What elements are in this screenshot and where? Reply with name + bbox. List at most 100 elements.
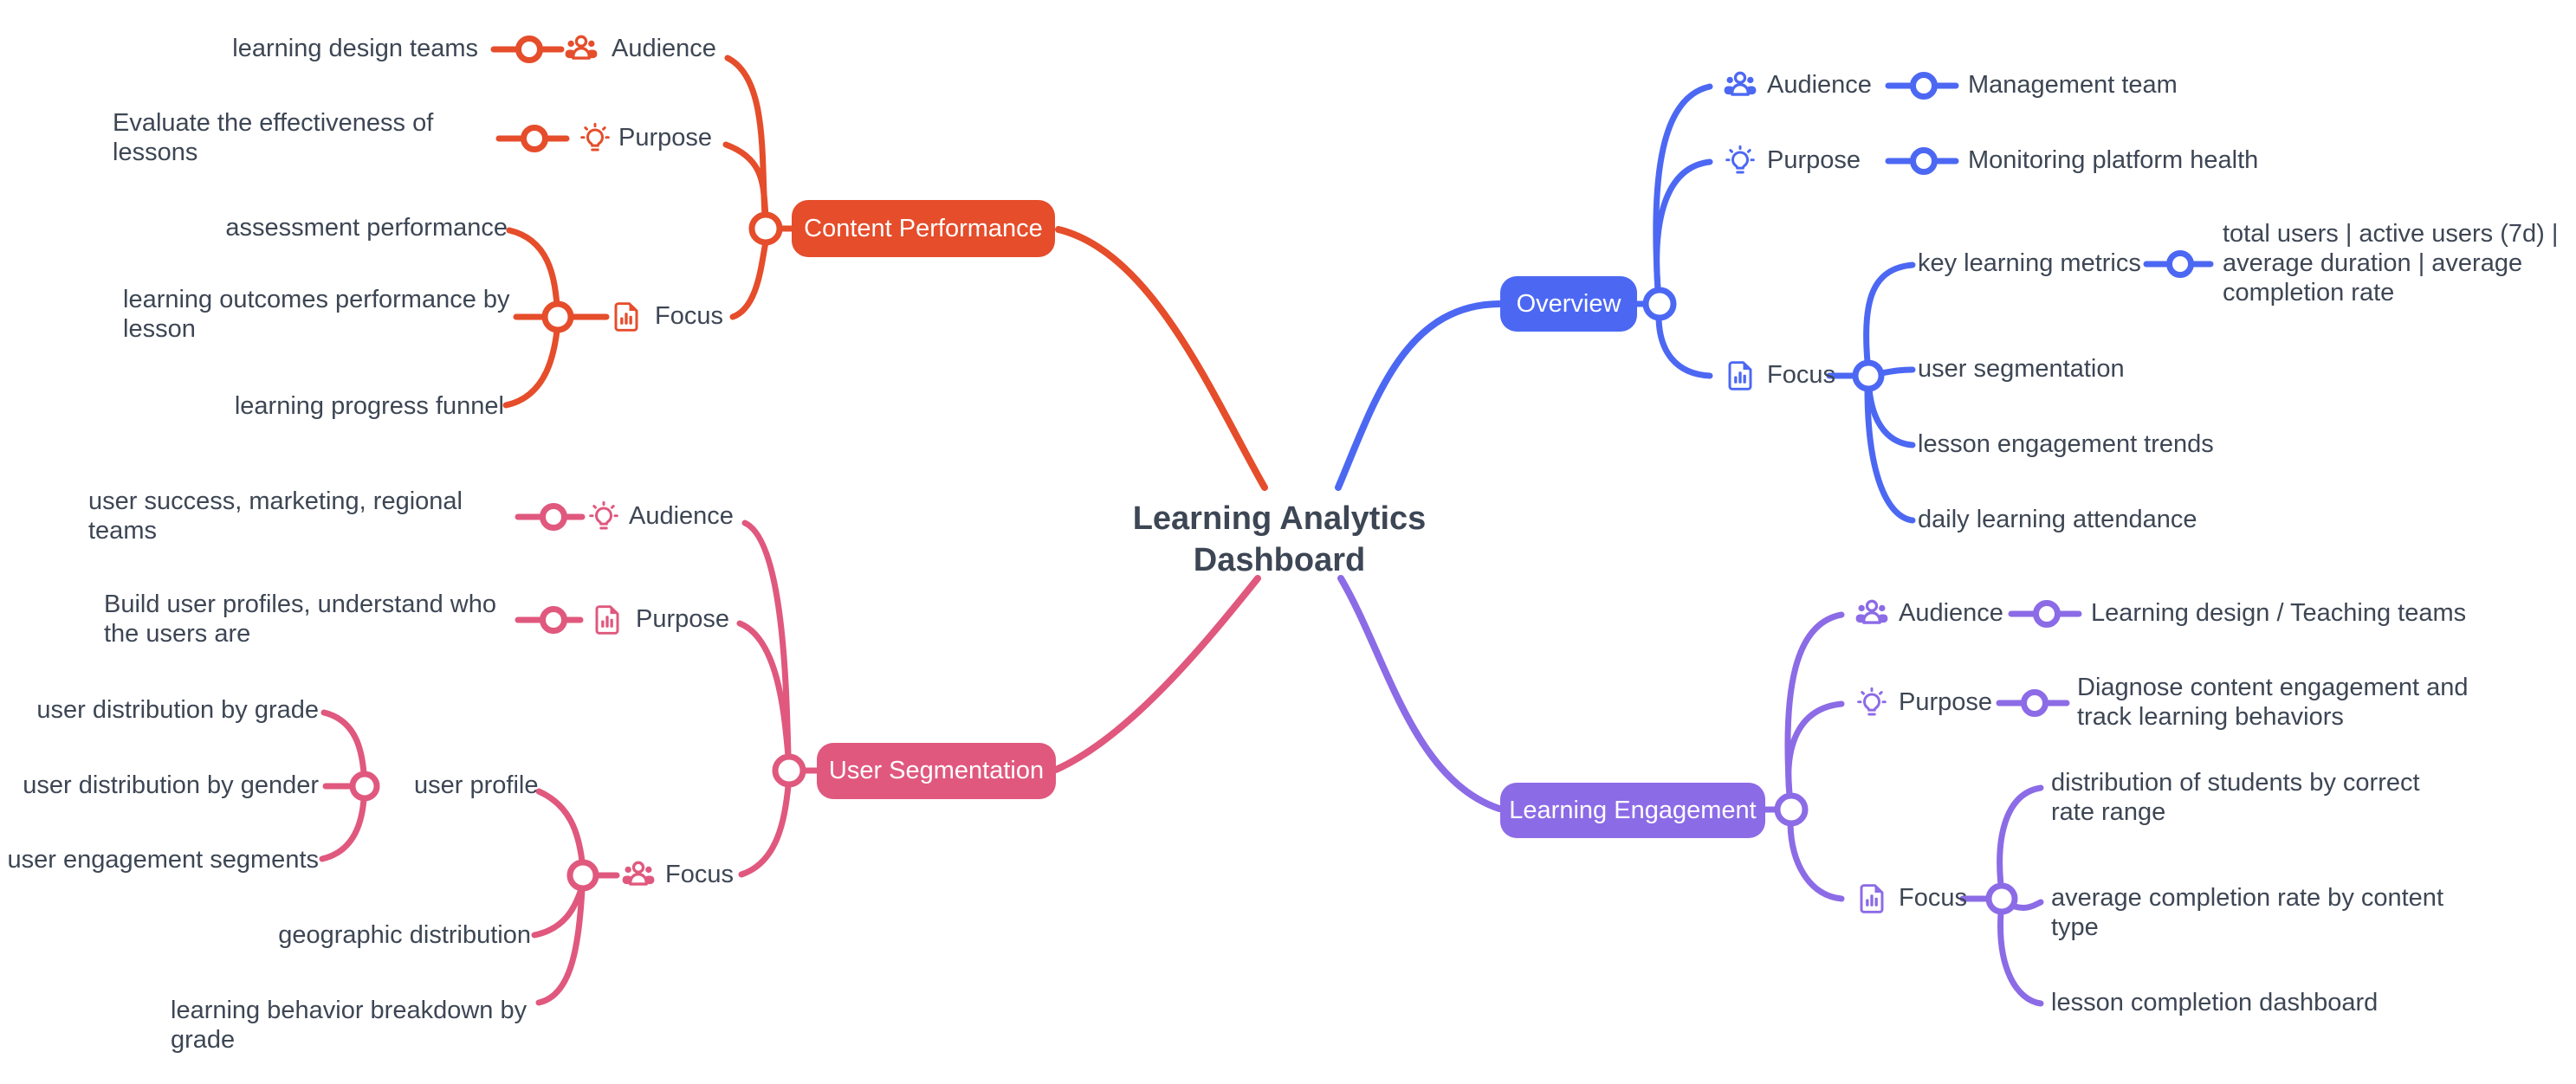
us-profile-item[interactable]: user distribution by grade	[36, 696, 319, 725]
cp-focus-item[interactable]: learning outcomes performance by lesson	[123, 286, 510, 343]
edge-cp-focus	[729, 239, 769, 320]
branch-links-content-performance	[490, 35, 1268, 491]
us-focus-item[interactable]: geographic distribution	[278, 921, 531, 950]
ov-focus-item[interactable]: user segmentation	[1918, 355, 2125, 384]
le-focus-item[interactable]: average completion rate by content type	[2051, 884, 2443, 941]
conn-ov-key-ring[interactable]	[2166, 250, 2194, 278]
people-icon	[1854, 596, 1890, 632]
junction-us-node[interactable]	[772, 753, 806, 788]
node-overview[interactable]: Overview	[1500, 276, 1637, 332]
edge-le-purpose	[1785, 700, 1845, 798]
conn-le-purpose-ring[interactable]	[2021, 689, 2049, 717]
us-profile-item[interactable]: user distribution by gender	[23, 771, 319, 800]
node-user-segmentation[interactable]: User Segmentation	[817, 743, 1056, 799]
edge-us-audience	[741, 519, 792, 759]
ov-purpose-value[interactable]: Monitoring platform health	[1968, 146, 2259, 175]
ov-audience-label[interactable]: Audience	[1767, 71, 1872, 100]
junction-cp-node[interactable]	[748, 211, 783, 246]
ov-focus-item[interactable]: daily learning attendance	[1918, 506, 2197, 534]
junction-cp-focus[interactable]	[541, 300, 574, 333]
node-content-performance[interactable]: Content Performance	[792, 200, 1055, 257]
root-node-title[interactable]: Learning Analytics Dashboard	[1132, 500, 1427, 578]
edge-center-to-user-segmentation	[1052, 575, 1261, 773]
edge-center-to-overview	[1335, 300, 1503, 491]
edge-profile-c	[319, 796, 367, 862]
le-purpose-value[interactable]: Diagnose content engagement and track le…	[2077, 674, 2469, 731]
conn-us-purpose-ring[interactable]	[540, 606, 567, 634]
edge-le-audience	[1784, 611, 1845, 798]
cp-purpose-label[interactable]: Purpose	[618, 124, 713, 152]
edge-ov-focus-c	[1866, 385, 1916, 448]
people-icon	[620, 857, 657, 894]
junction-ov-focus[interactable]	[1852, 359, 1885, 392]
edge-us-focus	[738, 783, 792, 878]
edge-center-to-learning-engagement	[1337, 575, 1503, 812]
junction-le-node[interactable]	[1774, 792, 1809, 827]
cp-focus-item[interactable]: learning progress funnel	[234, 392, 504, 421]
edge-ov-focus	[1655, 315, 1713, 379]
edge-profile-to-focus	[535, 788, 586, 865]
conn-ov-audience-ring[interactable]	[1910, 72, 1938, 100]
junction-us-focus[interactable]	[566, 859, 599, 892]
us-audience-value[interactable]: user success, marketing, regional teams	[88, 487, 463, 545]
chart-document-icon	[1722, 358, 1758, 394]
le-audience-label[interactable]: Audience	[1899, 599, 2003, 628]
edge-us-purpose	[736, 620, 792, 759]
us-focus-label[interactable]: Focus	[665, 861, 734, 889]
le-focus-item[interactable]: lesson completion dashboard	[2051, 989, 2379, 1017]
cp-focus-label[interactable]: Focus	[655, 302, 723, 331]
us-profile-item[interactable]: user engagement segments	[7, 846, 320, 874]
chart-document-icon	[608, 299, 644, 335]
chart-document-icon	[589, 602, 625, 638]
edge-center-to-content-performance	[1055, 226, 1268, 491]
edge-us-behavior	[535, 887, 586, 1006]
ov-key-metrics-value[interactable]: total users | active users (7d) | averag…	[2223, 220, 2559, 306]
junction-ov-node[interactable]	[1642, 287, 1677, 321]
cp-audience-value[interactable]: learning design teams	[232, 35, 478, 63]
us-audience-label[interactable]: Audience	[629, 502, 734, 531]
lightbulb-icon	[577, 120, 613, 157]
us-user-profile[interactable]: user profile	[414, 771, 539, 800]
lightbulb-icon	[1854, 685, 1890, 721]
edge-ov-focus-d	[1864, 385, 1916, 524]
edge-le-focus	[1787, 821, 1845, 902]
conn-le-audience-ring[interactable]	[2033, 600, 2061, 628]
edge-ov-audience	[1653, 83, 1713, 293]
edge-us-geo	[531, 886, 585, 939]
conn-cp-purpose-ring[interactable]	[521, 125, 548, 152]
edge-profile-a	[320, 709, 367, 777]
cp-focus-item[interactable]: assessment performance	[225, 214, 508, 242]
edge-ov-key-metrics	[1863, 261, 1916, 365]
edge-cp-focus-a	[506, 227, 560, 308]
us-purpose-value[interactable]: Build user profiles, understand who the …	[104, 590, 496, 648]
edge-ov-purpose	[1654, 158, 1713, 293]
node-learning-engagement[interactable]: Learning Engagement	[1500, 783, 1765, 838]
ov-audience-value[interactable]: Management team	[1968, 71, 2178, 100]
conn-ov-purpose-ring[interactable]	[1910, 147, 1938, 175]
le-focus-item[interactable]: distribution of students by correct rate…	[2051, 769, 2420, 826]
ov-key-metrics[interactable]: key learning metrics	[1918, 249, 2141, 278]
us-purpose-label[interactable]: Purpose	[636, 605, 730, 634]
cp-audience-label[interactable]: Audience	[612, 35, 716, 63]
le-focus-label[interactable]: Focus	[1899, 884, 1967, 913]
people-icon	[1722, 68, 1758, 104]
cp-purpose-value[interactable]: Evaluate the effectiveness of lessons	[113, 109, 434, 166]
edge-cp-audience	[724, 55, 768, 219]
chart-document-icon	[1854, 881, 1890, 917]
ov-focus-item[interactable]: lesson engagement trends	[1918, 430, 2214, 459]
conn-us-audience-ring[interactable]	[540, 503, 567, 531]
conn-cp-audience-ring[interactable]	[515, 35, 543, 63]
ov-focus-label[interactable]: Focus	[1767, 361, 1835, 390]
le-audience-value[interactable]: Learning design / Teaching teams	[2091, 599, 2467, 628]
us-focus-item[interactable]: learning behavior breakdown by grade	[171, 997, 527, 1054]
junction-le-focus[interactable]	[1985, 882, 2018, 915]
junction-user-profile[interactable]	[349, 771, 380, 802]
edge-le-focus-b	[2011, 899, 2044, 911]
lightbulb-icon	[1722, 143, 1758, 179]
le-purpose-label[interactable]: Purpose	[1899, 688, 1993, 717]
edge-le-focus-a	[1997, 784, 2044, 888]
edge-ov-focus-b	[1878, 366, 1916, 377]
ov-purpose-label[interactable]: Purpose	[1767, 146, 1861, 175]
people-icon	[563, 31, 599, 68]
